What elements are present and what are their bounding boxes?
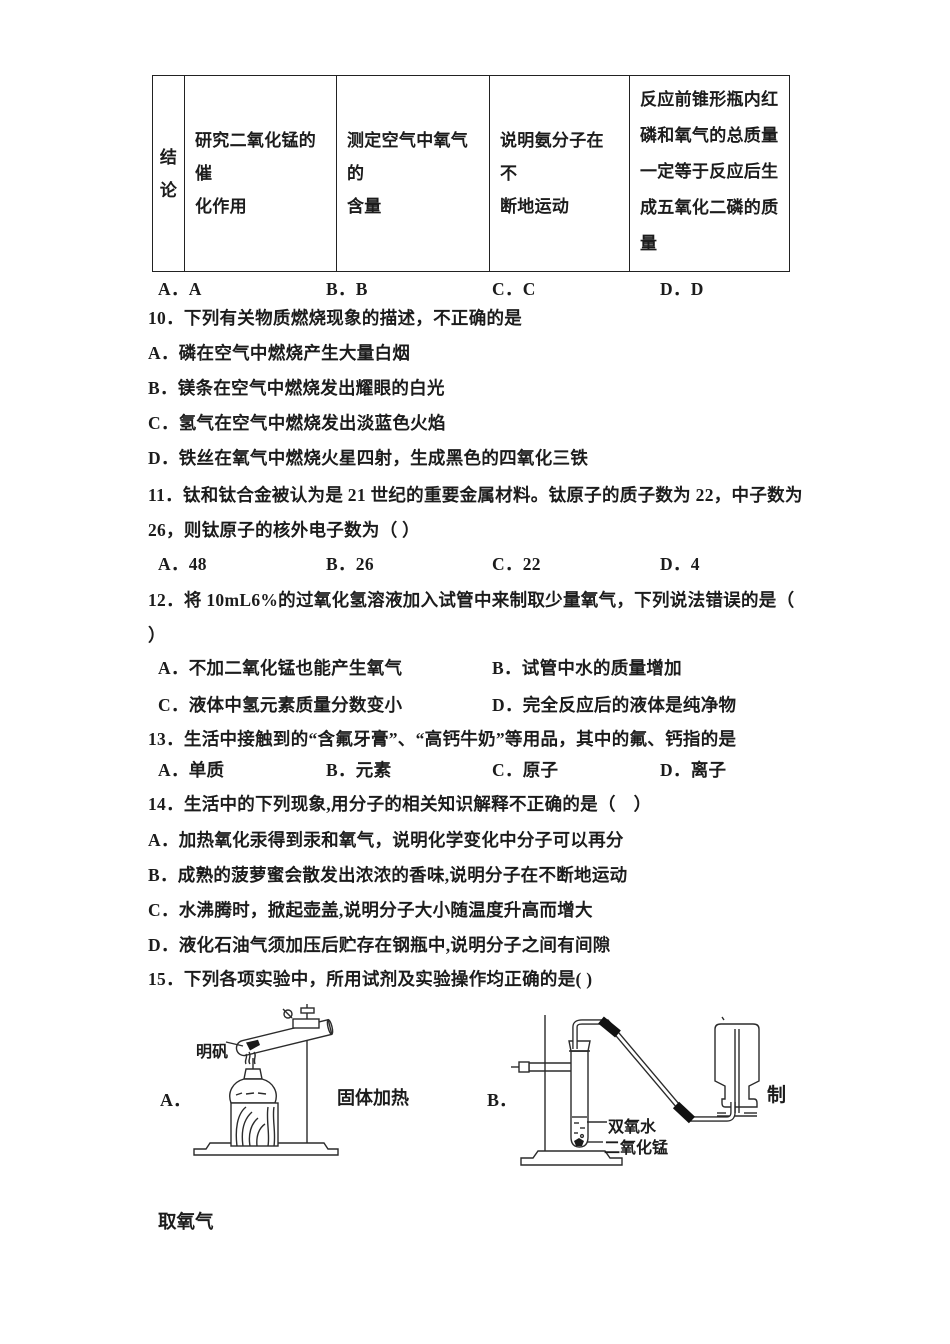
answer-option-b: B．B [326, 279, 368, 299]
heating-apparatus-figure [193, 1004, 339, 1156]
answer-option-c: C．C [492, 279, 536, 299]
wood-block [230, 1102, 279, 1147]
answer-option-a: A．A [158, 279, 202, 299]
q10-option-c: C．氢气在空气中燃烧发出淡蓝色火焰 [148, 413, 446, 433]
q11-option-a: A．48 [158, 554, 207, 574]
figure-b-caption-right: 制 [767, 1085, 787, 1106]
q12-option-a: A．不加二氧化锰也能产生氧气 [158, 658, 403, 678]
q15-stem: 15．下列各项实验中，所用试剂及实验操作均正确的是( ) [148, 969, 593, 989]
q10-option-d: D．铁丝在氧气中燃烧火星四射，生成黑色的四氧化三铁 [148, 448, 589, 468]
table-cell-experiment-c: 说明氨分子在不 断地运动 [489, 76, 629, 271]
table-header-conclusion: 结 论 [159, 147, 178, 200]
q10-option-b: B．镁条在空气中燃烧发出耀眼的白光 [148, 378, 445, 398]
mno2-annotation: 二氧化锰 [604, 1140, 669, 1157]
q13-option-a: A．单质 [158, 760, 225, 780]
q14-option-c: C．水沸腾时，掀起壶盖,说明分子大小随温度升高而增大 [148, 900, 593, 920]
figure-a-label: A． [160, 1090, 191, 1110]
alum-annotation: 明矾 [196, 1044, 229, 1061]
q11-stem-line2: 26，则钛原子的核外电子数为（ ） [148, 520, 420, 540]
oxygen-generation-apparatus-figure [511, 1015, 760, 1166]
figure-b-label: B． [487, 1090, 518, 1110]
q14-option-a: A．加热氧化汞得到汞和氧气，说明化学变化中分子可以再分 [148, 830, 624, 850]
q10-stem: 10．下列有关物质燃烧现象的描述，不正确的是 [148, 308, 523, 328]
q13-option-d: D．离子 [660, 760, 727, 780]
delivery-tube [572, 1016, 736, 1124]
q12-stem-line2: ） [148, 625, 166, 645]
bottle-internal-tube [734, 1029, 740, 1113]
table-cell-experiment-d: 反应前锥形瓶内红 磷和氧气的总质量 一定等于反应后生 成五氧化二磷的质 量 [629, 76, 791, 271]
alcohol-lamp [229, 1058, 277, 1104]
h2o2-annotation: 双氧水 [608, 1119, 657, 1136]
q11-option-b: B．26 [326, 554, 374, 574]
figure-b-caption-bottom: 取氧气 [158, 1213, 214, 1233]
q12-option-b: B．试管中水的质量增加 [492, 658, 682, 678]
q11-option-d: D．4 [660, 554, 700, 574]
q13-option-c: C．原子 [492, 760, 559, 780]
q13-option-b: B．元素 [326, 760, 392, 780]
iron-stand [511, 1015, 623, 1166]
q11-option-c: C．22 [492, 554, 541, 574]
q14-stem: 14．生活中的下列现象,用分子的相关知识解释不正确的是（ ） [148, 794, 652, 814]
figure-a-caption: 固体加热 [337, 1088, 409, 1108]
q14-option-b: B．成熟的菠萝蜜会散发出浓浓的香味,说明分子在不断地运动 [148, 865, 628, 885]
q10-option-a: A．磷在空气中燃烧产生大量白烟 [148, 343, 411, 363]
test-tube [568, 1040, 607, 1148]
q12-stem-line1: 12．将 10mL6%的过氧化氢溶液加入试管中来制取少量氧气，下列说法错误的是（ [148, 590, 795, 610]
q11-stem-line1: 11．钛和钛合金被认为是 21 世纪的重要金属材料。钛原子的质子数为 22，中子… [148, 485, 803, 505]
results-table: 结 论 研究二氧化锰的催 化作用 测定空气中氧气的 含量 说明氨分子在不 断地运… [152, 75, 790, 272]
iron-stand [193, 1004, 339, 1156]
table-cell-experiment-b: 测定空气中氧气的 含量 [336, 76, 489, 271]
clamp [282, 1008, 320, 1029]
collection-bottle [714, 1016, 760, 1117]
flame [244, 1051, 256, 1065]
q12-option-d: D．完全反应后的液体是纯净物 [492, 695, 737, 715]
q13-stem: 13．生活中接触到的“含氟牙膏”、“高钙牛奶”等用品，其中的氟、钙指的是 [148, 729, 737, 749]
answer-option-d: D．D [660, 279, 704, 299]
q14-option-d: D．液化石油气须加压后贮存在钢瓶中,说明分子之间有间隙 [148, 935, 611, 955]
q12-option-c: C．液体中氢元素质量分数变小 [158, 695, 403, 715]
table-cell-experiment-a: 研究二氧化锰的催 化作用 [184, 76, 336, 271]
